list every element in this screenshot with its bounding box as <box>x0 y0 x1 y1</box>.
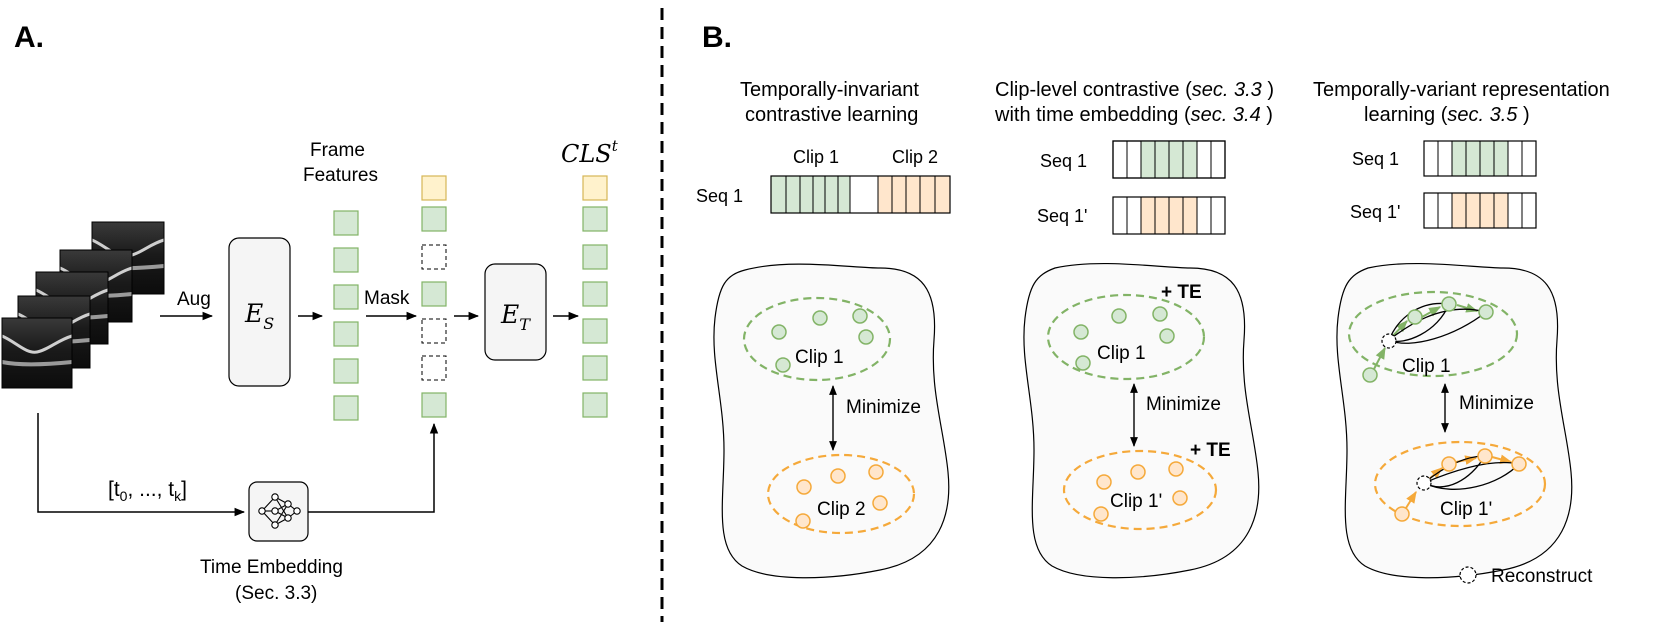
time-path-right <box>308 422 439 513</box>
reconstruct-legend-icon <box>1459 566 1477 584</box>
col2-te-top: + TE <box>1161 282 1202 303</box>
col1-clip1-header: Clip 1 <box>793 147 839 167</box>
aug-label: Aug <box>177 289 211 310</box>
col1-cluster2-points <box>795 464 888 529</box>
col3-seq2-bar <box>1423 192 1537 229</box>
reconstruct-legend-label: Reconstruct <box>1491 566 1593 587</box>
col1-sequence-frame <box>770 175 951 214</box>
output-token <box>582 318 608 344</box>
col2-minimize-label: Minimize <box>1146 394 1221 415</box>
col2-title-line1: Clip-level contrastive (sec. 3.3 ) <box>995 79 1274 101</box>
output-token <box>582 244 608 270</box>
panel-b-label: B. <box>702 21 732 54</box>
col1-clip1-segment <box>771 176 850 213</box>
col3-seq1-label: Seq 1 <box>1352 149 1399 169</box>
col1-cluster1-label: Clip 1 <box>795 347 844 368</box>
col1-seq-label: Seq 1 <box>696 186 743 206</box>
frame-token <box>333 358 359 384</box>
frame-features-label-line1: Frame <box>310 140 365 161</box>
col3-cluster2-label: Clip 1' <box>1440 499 1492 520</box>
col1-minimize-label: Minimize <box>846 397 921 418</box>
col1-cluster2 <box>766 453 916 535</box>
frame-token <box>333 321 359 347</box>
neural-network-icon <box>258 493 301 529</box>
col2-cluster1-label: Clip 1 <box>1097 343 1146 364</box>
frame-token <box>333 247 359 273</box>
col2-cluster2-label: Clip 1' <box>1110 491 1162 512</box>
masked-token <box>421 244 447 270</box>
frame-token <box>333 210 359 236</box>
masked-token <box>421 355 447 381</box>
masked-token-column <box>421 175 447 418</box>
col2-cluster1 <box>1046 293 1206 381</box>
output-token <box>582 392 608 418</box>
col2-embedding-space <box>1023 262 1260 579</box>
col1-title-line2: contrastive learning <box>745 104 918 126</box>
col3-cluster1-label: Clip 1 <box>1402 356 1451 377</box>
frame-features-label-line2: Features <box>303 165 378 186</box>
cls-token <box>421 175 447 201</box>
col1-clip2-segment <box>878 176 950 213</box>
col2-cluster2-points <box>1093 461 1188 522</box>
col3-cluster2 <box>1373 440 1547 528</box>
time-embedding-label-line2: (Sec. 3.3) <box>235 583 317 604</box>
col1-cluster1 <box>742 296 892 382</box>
spatial-encoder-block <box>228 237 291 387</box>
col1-cluster1-points <box>771 308 874 373</box>
col2-cluster1-points <box>1073 306 1175 371</box>
spatial-encoder-label: ES <box>244 299 274 333</box>
panel-a-label: A. <box>14 21 44 54</box>
frame-feature-tokens <box>333 210 359 421</box>
col2-seq2-bar <box>1112 196 1226 235</box>
frame-token <box>333 284 359 310</box>
col3-seq1-bar <box>1423 140 1537 177</box>
output-token <box>582 355 608 381</box>
temporal-encoder-block <box>484 263 547 361</box>
col2-seq2-label: Seq 1' <box>1037 206 1087 226</box>
masked-token <box>421 318 447 344</box>
col1-sequence-bar <box>770 175 951 214</box>
col2-cluster2 <box>1062 449 1218 531</box>
col1-title-line1: Temporally-invariant <box>740 79 919 101</box>
col3-seq2-label: Seq 1' <box>1350 202 1400 222</box>
output-cls-token <box>582 175 608 201</box>
col3-title-line2: learning (sec. 3.5 ) <box>1364 104 1530 126</box>
col3-cluster1 <box>1347 290 1519 378</box>
oct-slice-1 <box>1 317 73 389</box>
visible-token <box>421 281 447 307</box>
cls-label: CLSt <box>561 137 619 168</box>
output-token-column <box>582 175 608 418</box>
col3-cluster1-graph <box>1362 296 1494 383</box>
col2-seq1-bar <box>1112 140 1226 179</box>
col3-title-line1: Temporally-variant representation <box>1313 79 1610 101</box>
col1-embedding-space <box>713 263 950 579</box>
col1-cluster2-label: Clip 2 <box>817 499 866 520</box>
time-path-left <box>37 413 246 517</box>
output-token <box>582 281 608 307</box>
time-embedding-label-line1: Time Embedding <box>200 557 343 578</box>
temporal-encoder-label: ET <box>500 300 531 334</box>
col2-te-bottom: + TE <box>1190 440 1231 461</box>
time-list-label: [t0, ..., tk] <box>108 478 187 504</box>
frame-token <box>333 395 359 421</box>
mask-label: Mask <box>364 288 410 309</box>
col2-seq1-label: Seq 1 <box>1040 151 1087 171</box>
col3-cluster2-graph <box>1394 448 1527 522</box>
col3-embedding-space <box>1336 262 1573 579</box>
col1-clip2-header: Clip 2 <box>892 147 938 167</box>
output-token <box>582 206 608 232</box>
col2-title-line2: with time embedding (sec. 3.4 ) <box>994 104 1273 126</box>
col3-minimize-label: Minimize <box>1459 393 1534 414</box>
oct-image-stack <box>1 221 165 389</box>
visible-token <box>421 392 447 418</box>
visible-token <box>421 206 447 232</box>
